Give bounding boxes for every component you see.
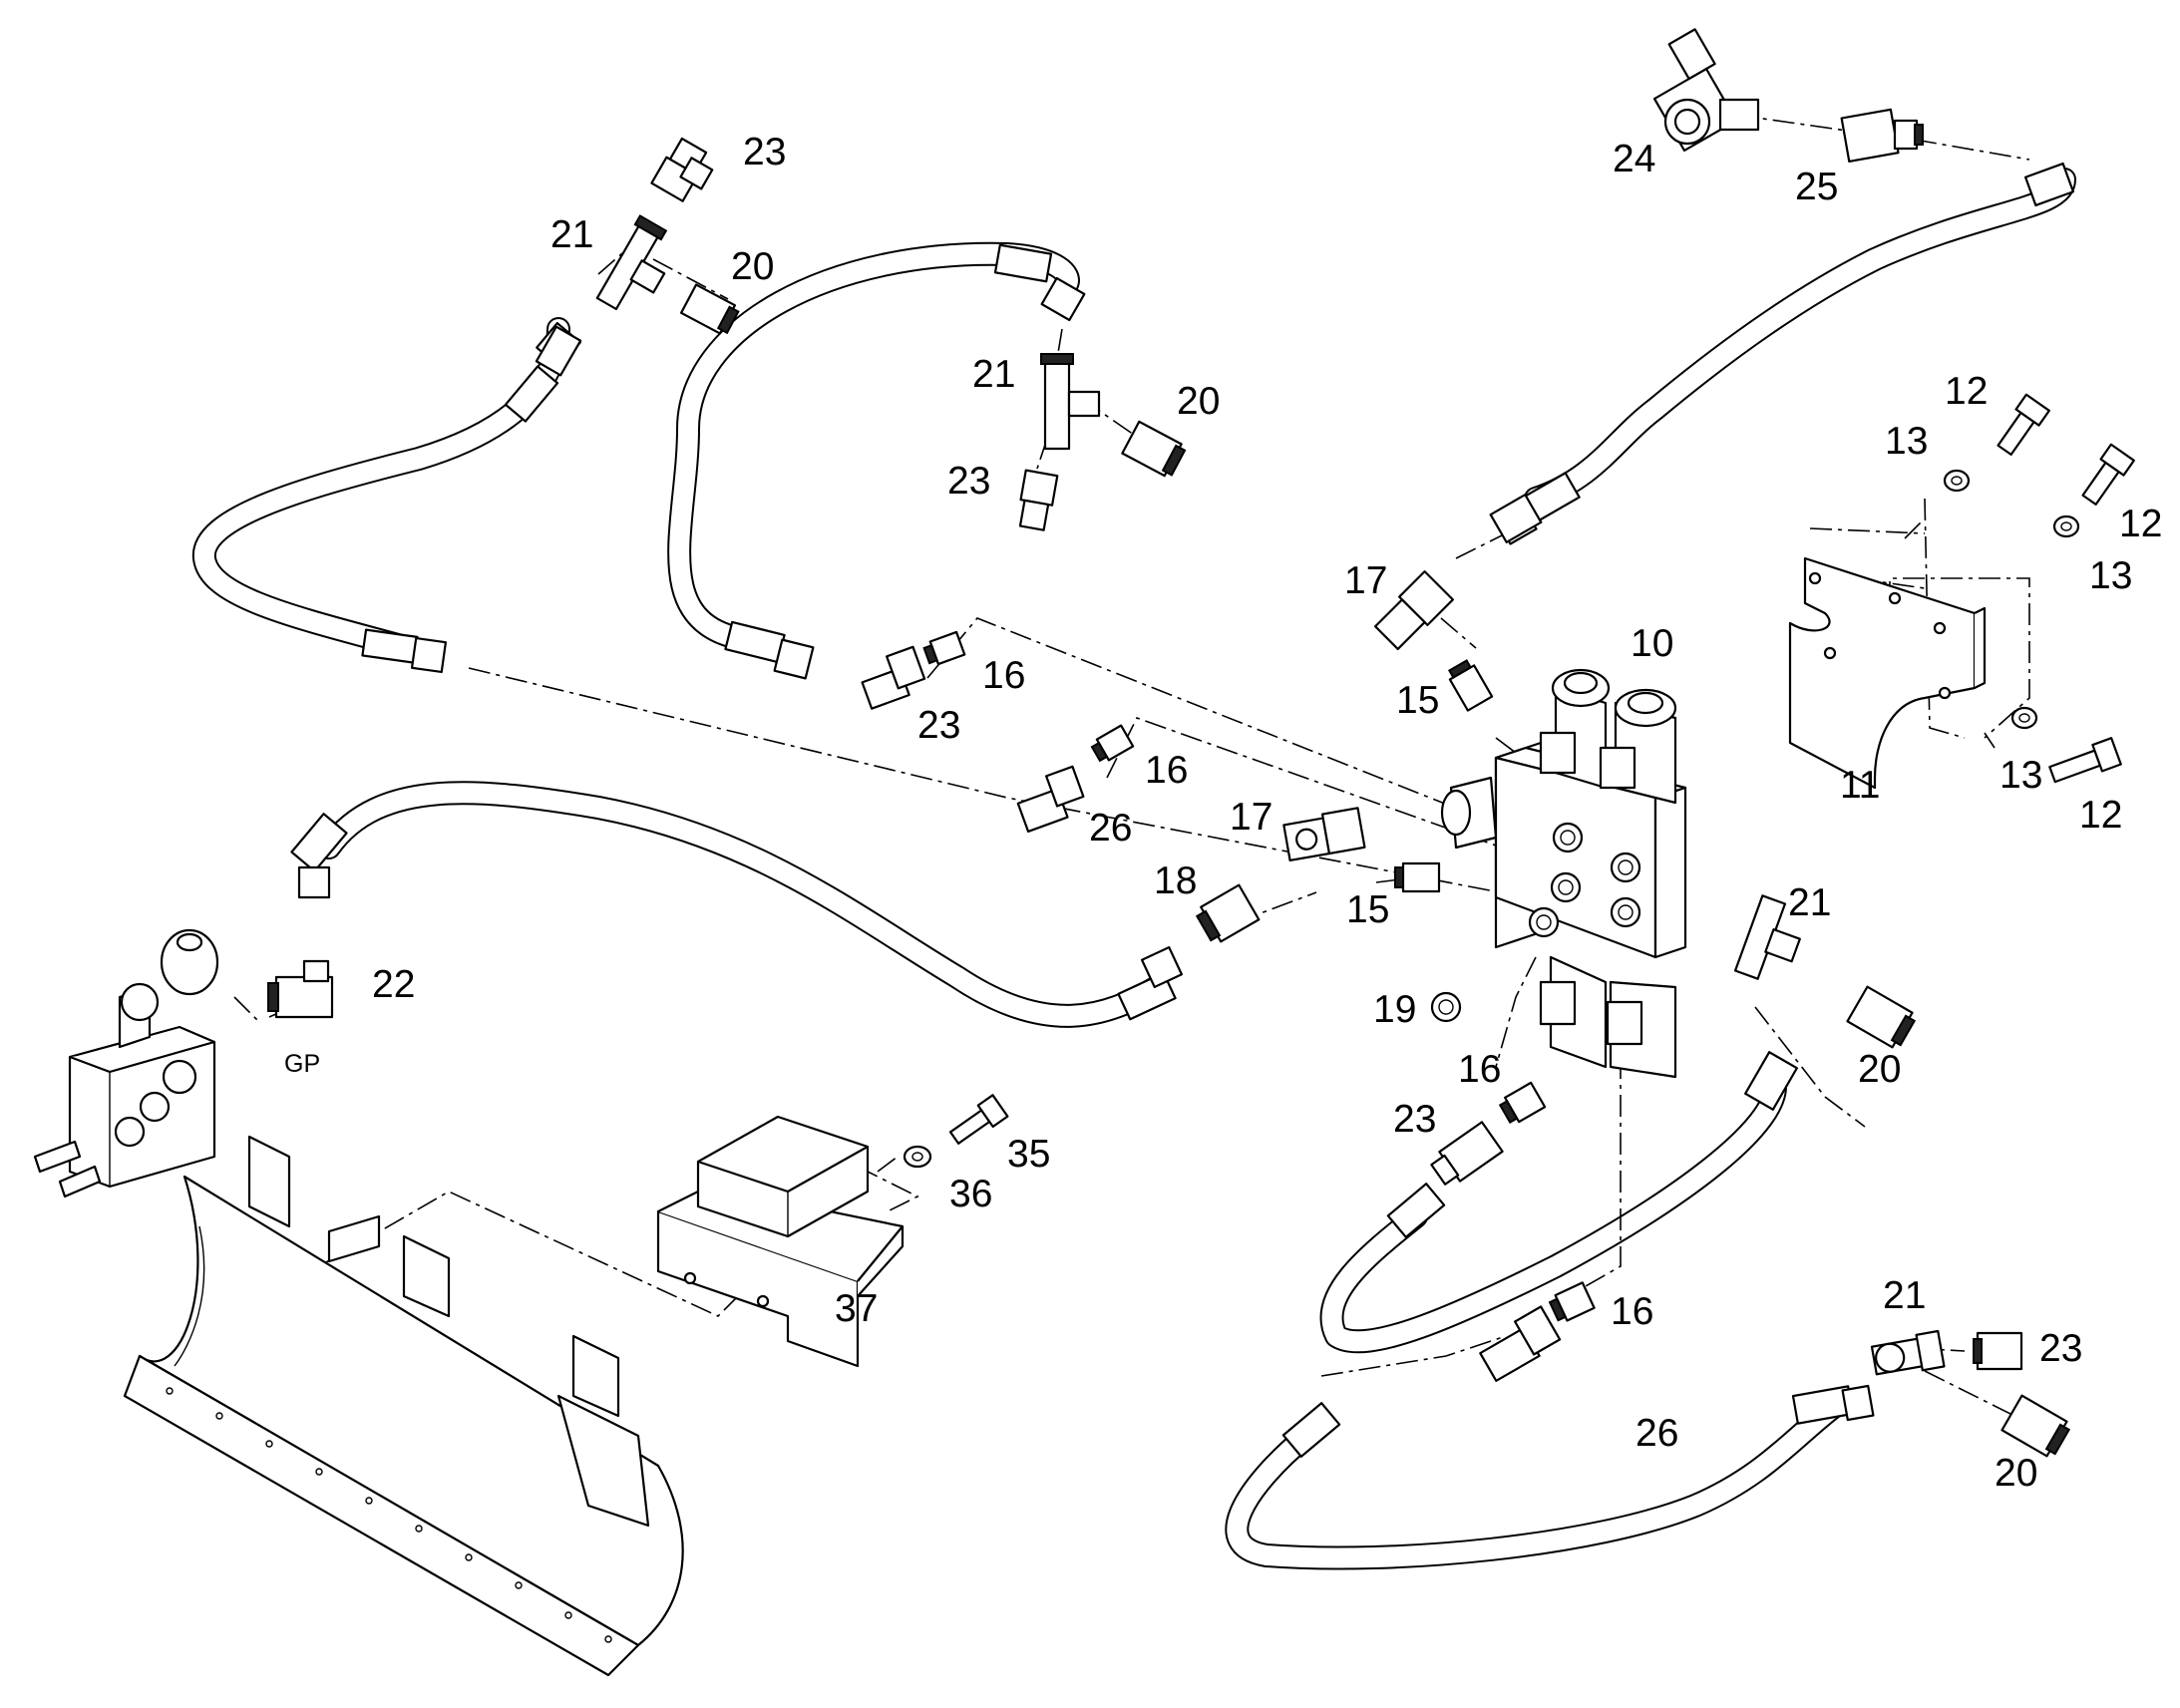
callout-20: 20 xyxy=(1858,1048,1901,1091)
mounting-bracket-11 xyxy=(1788,556,1987,790)
hose-bottom xyxy=(1225,1394,1847,1570)
callout-20: 20 xyxy=(1177,380,1220,423)
assembly-leader-lines xyxy=(233,114,2030,1417)
nut-fitting-20-top-left xyxy=(679,283,740,335)
washer-36 xyxy=(903,1145,932,1169)
hose-right-upper xyxy=(1524,168,2076,511)
callout-21: 21 xyxy=(550,213,593,256)
hydraulic-manifold-pump xyxy=(33,928,219,1198)
callout-25: 25 xyxy=(1795,166,1838,208)
fitting-23-top-center xyxy=(1018,469,1059,531)
hose-left-lower xyxy=(317,781,1169,1028)
callout-12: 12 xyxy=(2079,794,2122,837)
elbow-fitting-17-upper xyxy=(1373,570,1454,651)
nut-fitting-20-bottom-right xyxy=(2000,1394,2071,1458)
nut-fitting-20-top-center xyxy=(1121,420,1187,478)
callout-13: 13 xyxy=(1999,754,2042,797)
callout-20: 20 xyxy=(731,245,774,288)
bolt-12-bottom xyxy=(2048,737,2122,784)
callout-22: 22 xyxy=(372,963,415,1006)
bolt-12-top xyxy=(1997,393,2050,456)
washer-13-top xyxy=(1943,469,1971,493)
adapter-15-center xyxy=(1394,861,1441,893)
callout-36: 36 xyxy=(949,1173,992,1215)
washer-13-right xyxy=(2052,514,2080,538)
gauge-port-tee-22 xyxy=(267,959,334,1019)
adapter-16-lower-center xyxy=(1498,1081,1547,1125)
bolt-35 xyxy=(948,1094,1009,1145)
callout-19: 19 xyxy=(1373,988,1416,1031)
valve-block-10 xyxy=(1440,668,1687,1079)
tee-fitting-21-bottom-right xyxy=(1870,1329,1946,1376)
blade-edge-holes xyxy=(166,1387,612,1643)
hose-right-lower-loop xyxy=(1319,1075,1787,1354)
adapter-25 xyxy=(1840,108,1924,163)
callout-35: 35 xyxy=(1007,1133,1050,1176)
tee-fitting-21-top-center xyxy=(1040,353,1101,451)
control-module-bracket-37 xyxy=(656,1115,905,1368)
callout-37: 37 xyxy=(835,1287,878,1330)
callout-17: 17 xyxy=(1230,796,1272,839)
plug-19 xyxy=(1430,991,1462,1023)
tee-fitting-24 xyxy=(1652,28,1760,153)
adapter-16-center xyxy=(1090,724,1135,763)
callout-10: 10 xyxy=(1631,622,1673,665)
callout-23: 23 xyxy=(743,131,786,173)
hose-end-fittings xyxy=(290,162,2075,1458)
bolt-12-right xyxy=(2081,443,2135,506)
nut-fitting-18 xyxy=(1195,883,1261,943)
callout-13: 13 xyxy=(2089,554,2132,597)
elbow-fitting-26-bottom xyxy=(1479,1305,1562,1382)
fitting-23-lower-center xyxy=(1430,1121,1504,1186)
gauge-port-label: GP xyxy=(284,1050,320,1078)
callout-13: 13 xyxy=(1885,420,1928,463)
elbow-fitting-23-top-left xyxy=(650,137,714,202)
elbow-fitting-17-center xyxy=(1282,807,1366,862)
callout-12: 12 xyxy=(1945,370,1988,413)
fitting-23-bottom-right xyxy=(1973,1331,2023,1371)
hose-fitting-top-left xyxy=(535,325,582,377)
hose-fitting-17-connection xyxy=(1489,494,1543,543)
callout-16: 16 xyxy=(982,654,1025,697)
elbow-fitting-26-center xyxy=(1016,765,1085,834)
callout-23: 23 xyxy=(917,704,960,747)
callout-16: 16 xyxy=(1611,1290,1653,1333)
callout-23: 23 xyxy=(947,460,990,503)
callout-26: 26 xyxy=(1635,1412,1678,1455)
tee-fitting-21-top-left xyxy=(595,214,668,311)
callout-18: 18 xyxy=(1154,859,1197,902)
washer-13-bottom xyxy=(2010,706,2038,730)
adapter-15-upper xyxy=(1447,659,1494,712)
callout-26: 26 xyxy=(1089,807,1132,850)
callout-11: 11 xyxy=(1840,764,1881,807)
callout-21: 21 xyxy=(972,353,1015,396)
callout-23: 23 xyxy=(1393,1098,1436,1141)
callout-23: 23 xyxy=(2039,1327,2082,1370)
callout-21: 21 xyxy=(1788,881,1831,924)
nut-fitting-20-right-middle xyxy=(1846,985,1917,1049)
callout-20: 20 xyxy=(1995,1452,2037,1495)
tee-fitting-21-right-middle xyxy=(1733,894,1801,980)
callout-16: 16 xyxy=(1458,1048,1501,1091)
elbow-fitting-23-center xyxy=(861,645,926,710)
callout-17: 17 xyxy=(1344,559,1387,602)
callout-labels: 23 21 20 21 20 23 16 23 16 26 17 18 15 1… xyxy=(284,131,2162,1495)
callout-21: 21 xyxy=(1883,1274,1926,1317)
callout-15: 15 xyxy=(1346,888,1389,931)
callout-15: 15 xyxy=(1396,679,1439,722)
adapter-16-center-upper xyxy=(922,630,966,666)
callout-24: 24 xyxy=(1613,138,1655,180)
callout-12: 12 xyxy=(2119,503,2162,545)
callout-16: 16 xyxy=(1145,749,1188,792)
plow-blade-assembly xyxy=(123,1135,684,1677)
hose-left-upper xyxy=(191,317,570,660)
adapter-16-bottom xyxy=(1548,1281,1596,1322)
